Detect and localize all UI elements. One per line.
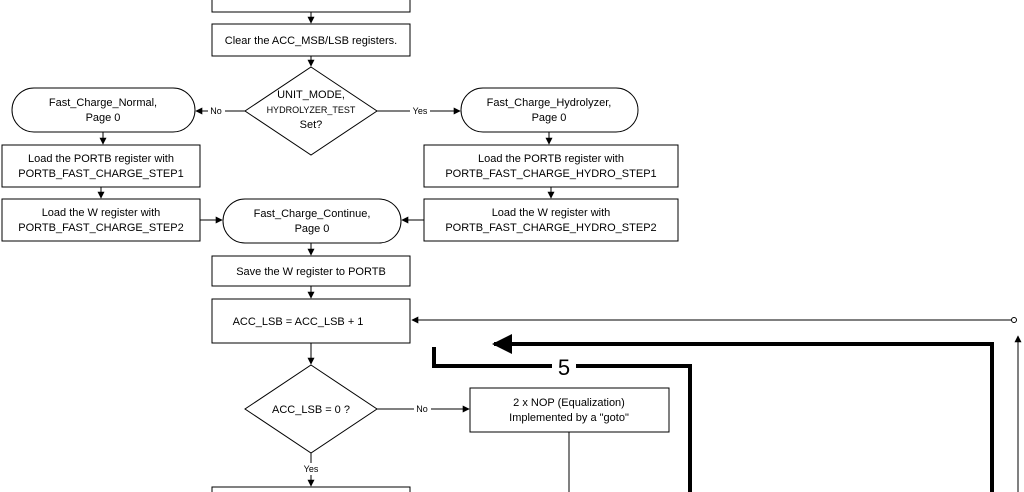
unit-mode-line1: UNIT_MODE, [277,89,345,101]
clear-registers-box: Clear the ACC_MSB/LSB registers. [211,23,411,57]
nop-equalization-box: 2 x NOP (Equalization) Implemented by a … [469,387,670,433]
unit-mode-line2: HYDROLYZER_TEST [267,105,356,115]
yes-label-1: Yes [413,106,428,116]
unit-mode-decision: UNIT_MODE, HYDROLYZER_TEST Set? [244,66,378,156]
fc-hydro-line2: Page 0 [532,112,567,124]
w-hydro-step2-line1: Load the W register with [492,207,611,219]
acc-increment-box: ACC_LSB = ACC_LSB + 1 [211,298,411,344]
acc-zero-decision: ACC_LSB = 0 ? [244,364,378,454]
w-hydro-step2-line2: PORTB_FAST_CHARGE_HYDRO_STEP2 [445,222,656,234]
fc-continue-line1: Fast_Charge_Continue, [254,208,371,220]
load-w-hydro-step2-box: Load the W register with PORTB_FAST_CHAR… [423,198,679,242]
fast-charge-hydrolyzer-terminator: Fast_Charge_Hydrolyzer, Page 0 [460,87,639,133]
bottom-process-box [211,486,411,492]
yes-label-2: Yes [304,464,319,474]
fc-hydro-line1: Fast_Charge_Hydrolyzer, [487,97,612,109]
loop-highlight-outer [492,334,994,492]
clear-registers-text: Clear the ACC_MSB/LSB registers. [225,35,397,47]
fc-normal-line2: Page 0 [86,112,121,124]
load-w-step2-box: Load the W register with PORTB_FAST_CHAR… [1,198,201,242]
top-process-box [211,0,411,13]
acc-zero-text: ACC_LSB = 0 ? [272,404,350,416]
save-w-box: Save the W register to PORTB [211,255,411,287]
no-label-2: No [416,404,428,414]
loop-junction-point [1011,317,1017,323]
fast-charge-continue-terminator: Fast_Charge_Continue, Page 0 [222,198,402,244]
load-portb-step1-box: Load the PORTB register with PORTB_FAST_… [1,144,201,188]
fc-continue-line2: Page 0 [295,223,330,235]
save-w-text: Save the W register to PORTB [236,266,386,278]
portb-hydro-step1-line1: Load the PORTB register with [478,153,624,165]
nop-line1: 2 x NOP (Equalization) [513,397,625,409]
w-step2-line2: PORTB_FAST_CHARGE_STEP2 [18,222,183,234]
portb-step1-line1: Load the PORTB register with [28,153,174,165]
load-portb-hydro-step1-box: Load the PORTB register with PORTB_FAST_… [423,144,679,188]
no-label-1: No [210,106,222,116]
unit-mode-line3: Set? [300,119,323,131]
portb-step1-line2: PORTB_FAST_CHARGE_STEP1 [18,168,183,180]
loop-count-label: 5 [558,355,570,380]
fast-charge-normal-terminator: Fast_Charge_Normal, Page 0 [11,87,196,133]
portb-hydro-step1-line2: PORTB_FAST_CHARGE_HYDRO_STEP1 [445,168,656,180]
nop-line2: Implemented by a "goto" [509,412,629,424]
fc-normal-line1: Fast_Charge_Normal, [49,97,157,109]
w-step2-line1: Load the W register with [42,207,161,219]
acc-increment-text: ACC_LSB = ACC_LSB + 1 [233,316,364,328]
